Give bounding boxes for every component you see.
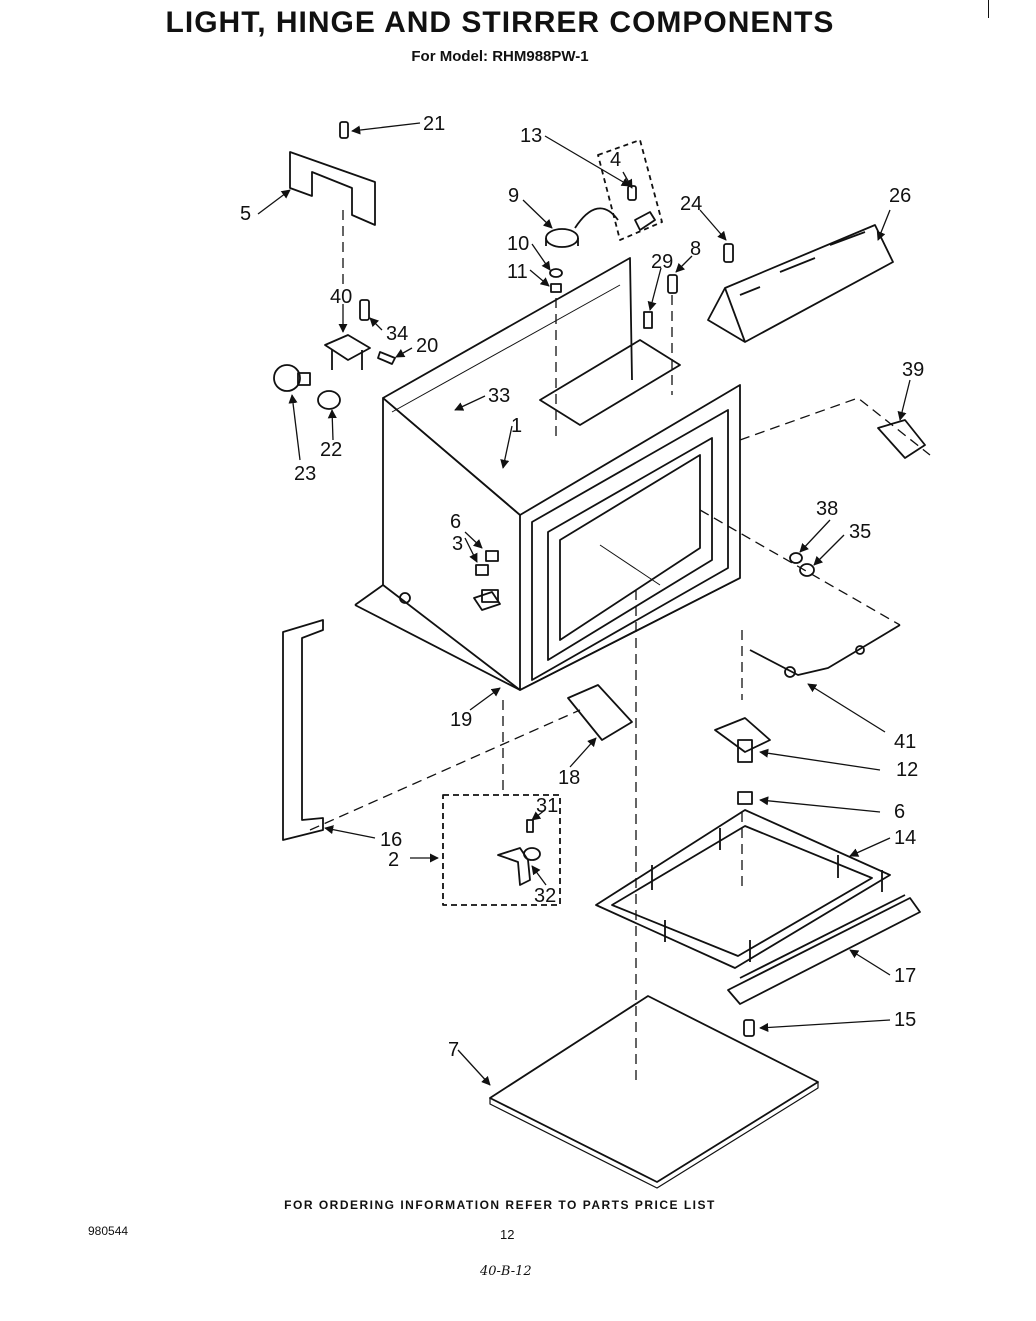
part-20-screw	[377, 351, 396, 365]
callout-38: 38	[816, 498, 838, 520]
part-29-clip	[643, 311, 653, 329]
handwritten-note: 40-B-12	[480, 1264, 532, 1279]
page-number: 12	[500, 1227, 515, 1242]
callout-26: 26	[889, 185, 911, 207]
callout-10: 10	[507, 233, 529, 255]
callout-24: 24	[680, 193, 702, 215]
part-15-screw	[743, 1019, 755, 1037]
part-35-nut	[799, 563, 815, 577]
callout-31: 31	[536, 795, 558, 817]
part-22-lens	[317, 390, 341, 410]
edge-mark	[988, 0, 989, 18]
part-24-screw	[723, 243, 734, 263]
part-6-nut-lower	[737, 791, 753, 805]
callout-3: 3	[452, 533, 463, 555]
part-2-hinge-group	[442, 794, 561, 906]
callout-2: 2	[388, 849, 399, 871]
part-40-socket-bracket	[324, 334, 371, 370]
part-7-tray	[489, 995, 819, 1189]
part-3-hinge-plate	[473, 550, 501, 611]
callout-4: 4	[610, 149, 621, 171]
callout-17: 17	[894, 965, 916, 987]
part-41-stirrer-shaft	[749, 624, 901, 678]
callout-39: 39	[902, 359, 924, 381]
model-subtitle: For Model: RHM988PW-1	[411, 48, 589, 65]
part-21-screw	[339, 121, 349, 139]
callout-41: 41	[894, 731, 916, 753]
part-12-stirrer-blade	[714, 717, 771, 763]
part-16-door-seal	[282, 619, 324, 841]
callout-9: 9	[508, 185, 519, 207]
part-38-washer	[789, 552, 803, 564]
alignment-lines	[309, 210, 931, 1080]
callout-14: 14	[894, 827, 916, 849]
oven-cavity	[354, 257, 741, 691]
callout-29: 29	[651, 251, 673, 273]
callout-6-upper: 6	[450, 511, 461, 533]
callout-16: 16	[380, 829, 402, 851]
part-10-washer	[549, 268, 563, 278]
callout-18: 18	[558, 767, 580, 789]
part-9-stirrer-motor	[545, 207, 619, 248]
part-14-frame	[595, 809, 891, 969]
callout-32: 32	[534, 885, 556, 907]
part-23-bulb	[273, 364, 311, 392]
callout-22: 22	[320, 439, 342, 461]
part-39-switch	[877, 419, 926, 459]
callout-5: 5	[240, 203, 251, 225]
callout-40: 40	[330, 286, 352, 308]
callout-12: 12	[896, 759, 918, 781]
callout-1: 1	[511, 415, 522, 437]
callout-11: 11	[507, 261, 528, 283]
callout-35: 35	[849, 521, 871, 543]
callout-7: 7	[448, 1039, 459, 1061]
part-5-bracket	[289, 151, 376, 226]
document-number: 980544	[88, 1224, 129, 1238]
part-11-nut	[550, 283, 562, 293]
part-34-screw	[359, 299, 370, 321]
part-26-waveguide-cover	[707, 224, 894, 343]
callout-13: 13	[520, 125, 542, 147]
callout-19: 19	[450, 709, 472, 731]
part-4-switch-bracket	[597, 139, 663, 241]
callout-8: 8	[690, 238, 701, 260]
callout-15: 15	[894, 1009, 916, 1031]
part-8-screw	[667, 274, 678, 294]
callout-21: 21	[423, 113, 445, 135]
part-17-rail	[727, 894, 921, 1005]
leader-lines	[257, 122, 911, 1086]
ordering-note: FOR ORDERING INFORMATION REFER TO PARTS …	[284, 1198, 716, 1212]
callout-20: 20	[416, 335, 438, 357]
part-18-cover-plate	[567, 684, 633, 741]
callout-23: 23	[294, 463, 316, 485]
page-title: LIGHT, HINGE AND STIRRER COMPONENTS	[165, 6, 835, 39]
callout-6-lower: 6	[894, 801, 905, 823]
callout-34: 34	[386, 323, 408, 345]
callout-33: 33	[488, 385, 510, 407]
